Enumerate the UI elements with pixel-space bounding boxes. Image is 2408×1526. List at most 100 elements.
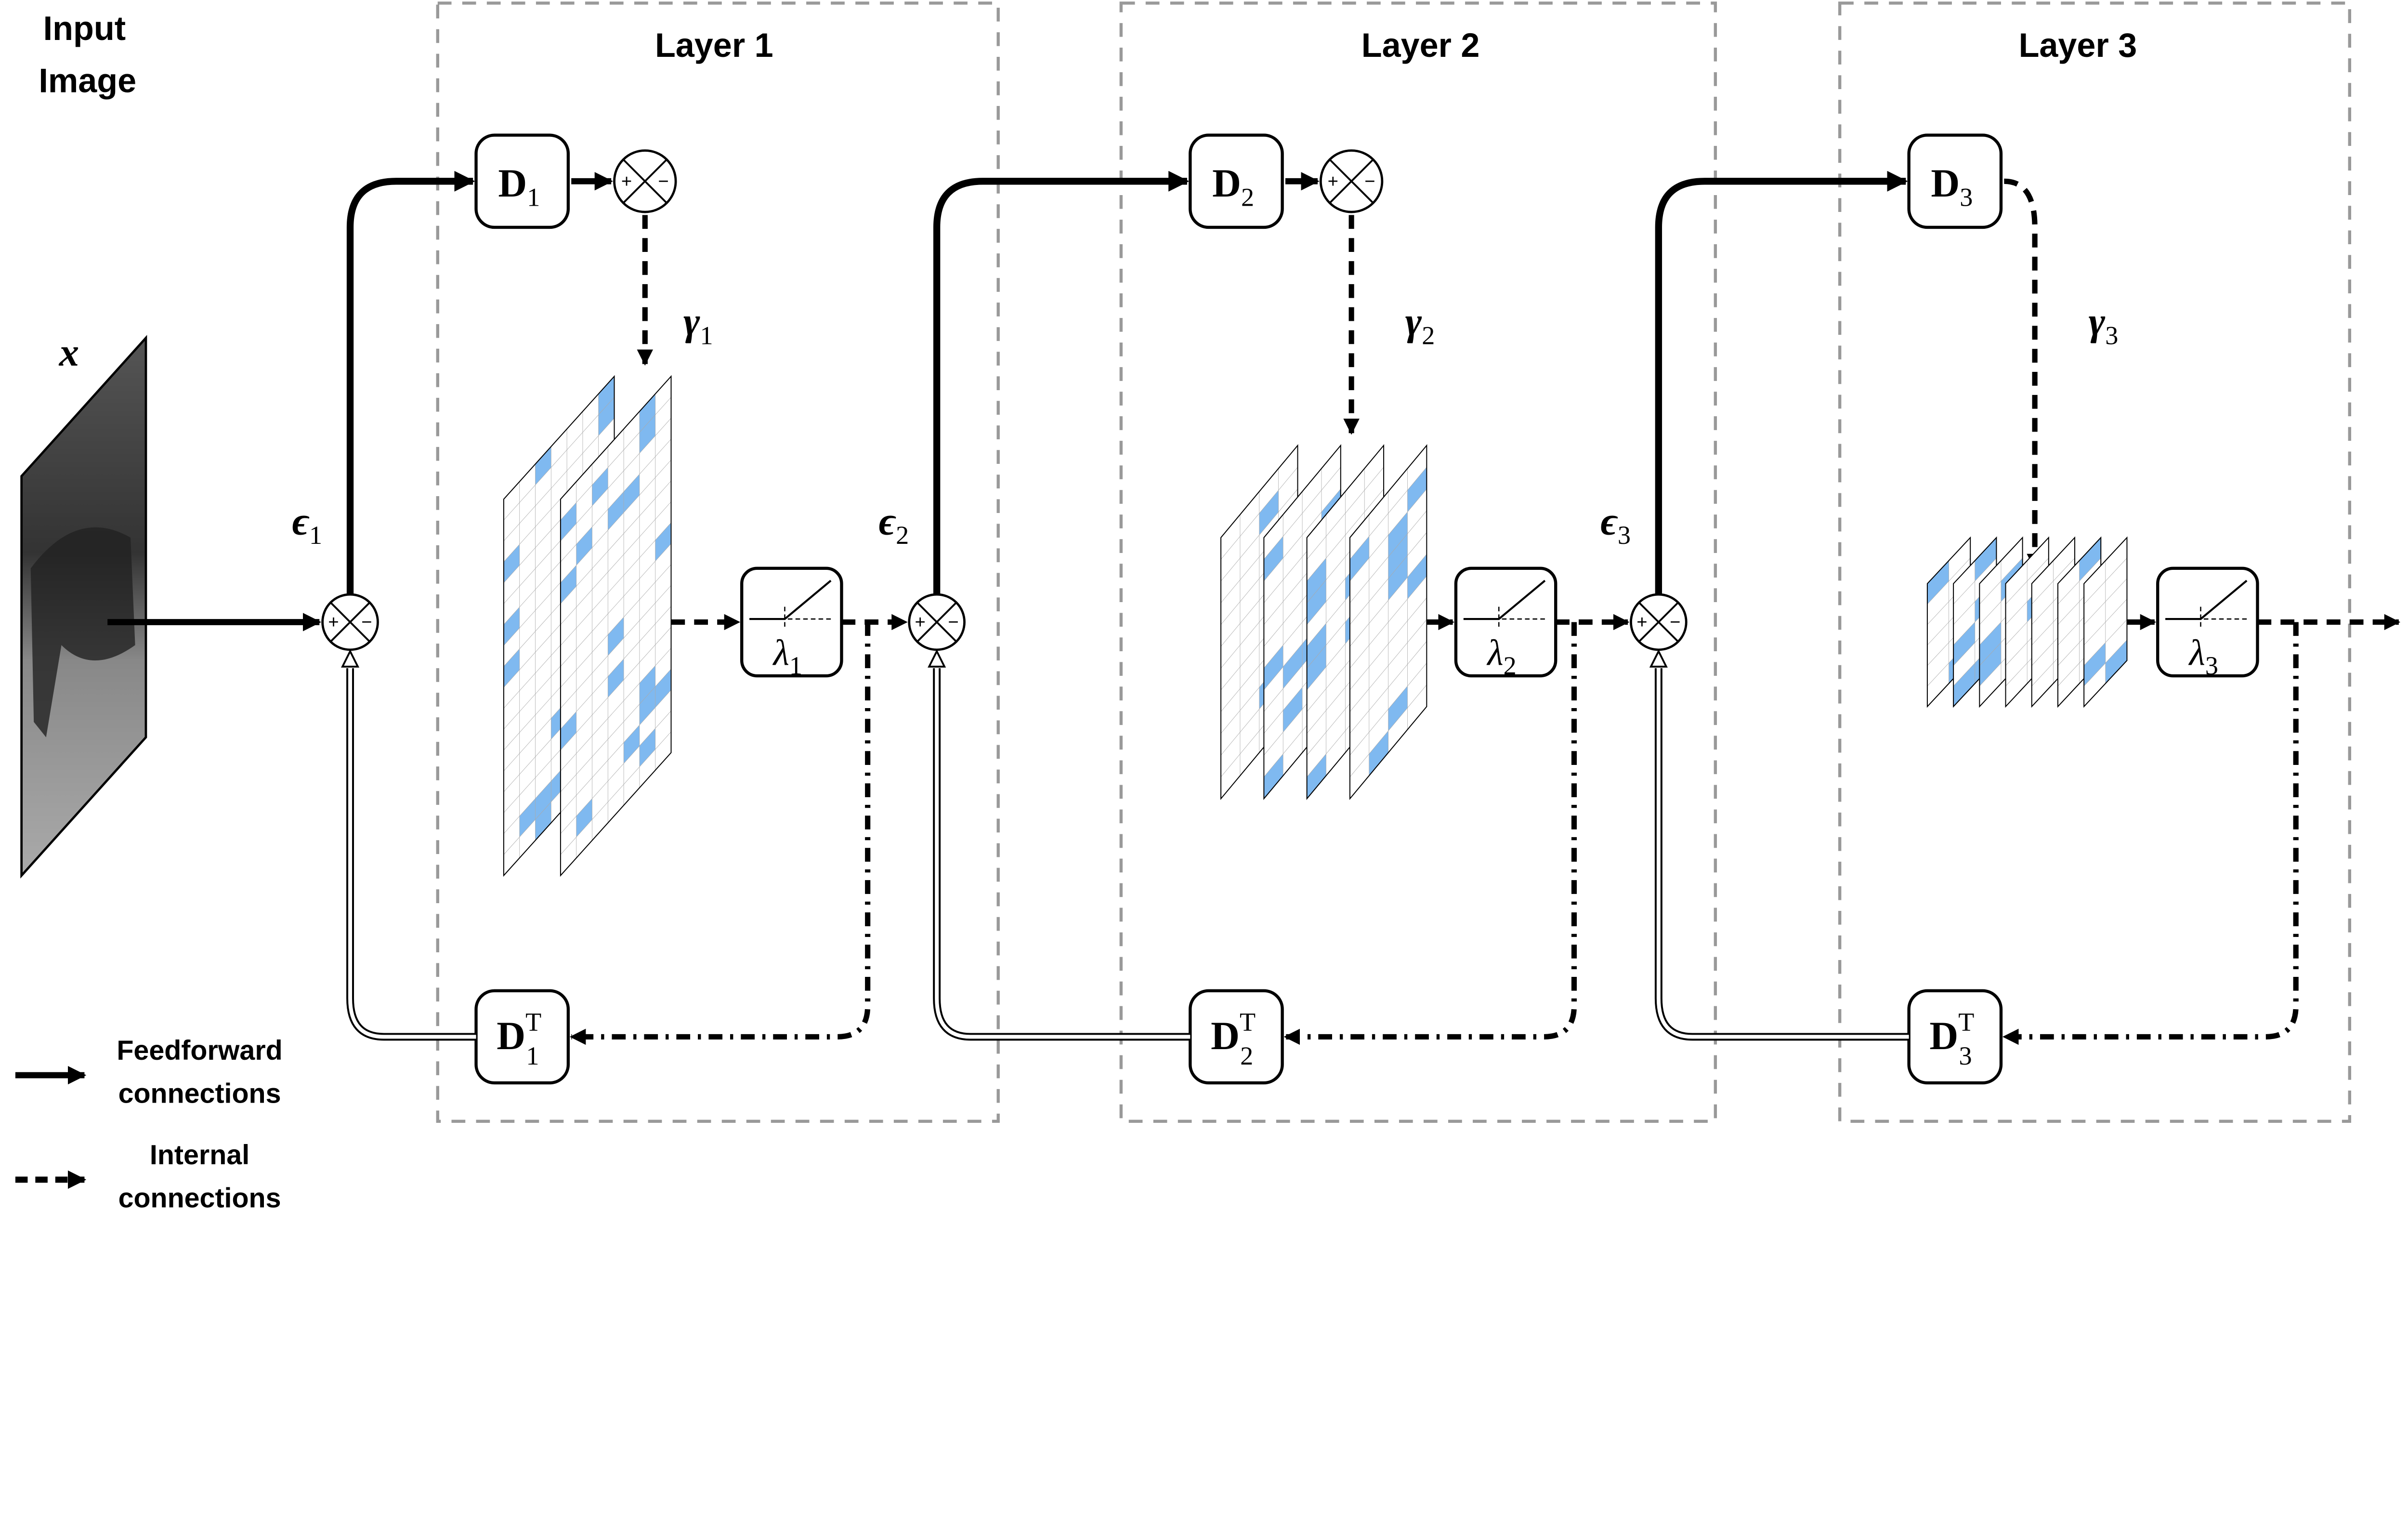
active-coefficient xyxy=(576,526,592,566)
active-coefficient xyxy=(655,669,671,708)
code-label-2-base: γ xyxy=(1405,299,1422,343)
input-symbol-x: x xyxy=(58,330,79,374)
dictionary-box-2 xyxy=(1189,133,1284,229)
code-label-2: γ2 xyxy=(1405,299,1435,350)
active-coefficient xyxy=(598,397,615,436)
threshold-label-2: λ2 xyxy=(1487,632,1517,680)
dictionary-label-3: D3 xyxy=(1931,161,1973,211)
dictionary-transpose-label-3-sub: 3 xyxy=(1959,1041,1972,1070)
active-coefficient xyxy=(608,617,624,656)
minus-sign: − xyxy=(1670,612,1680,632)
dictionary-box-3 xyxy=(1907,133,2003,229)
active-coefficient xyxy=(1388,686,1408,731)
active-coefficient xyxy=(592,467,608,506)
active-coefficient xyxy=(535,781,551,820)
residual-node-1: +− xyxy=(613,149,677,213)
active-coefficient xyxy=(503,607,520,646)
active-coefficient xyxy=(503,544,520,583)
dictionary-label-2-sub: 2 xyxy=(1241,183,1254,211)
dictionary-label-3-sub: 3 xyxy=(1960,183,1973,211)
active-coefficient xyxy=(1264,754,1283,799)
layer-2-title: Layer 2 xyxy=(1361,26,1480,64)
legend-feedforward-line1: Feedforward xyxy=(117,1035,282,1066)
active-coefficient xyxy=(576,798,592,837)
error-label-3: ϵ3 xyxy=(1600,499,1631,550)
feedback-connection-1 xyxy=(346,668,476,1041)
minus-sign: − xyxy=(361,612,372,632)
threshold-label-2-sub: 2 xyxy=(1504,651,1517,680)
dictionary-transpose-label-2-sub: 2 xyxy=(1240,1041,1253,1070)
plus-sign: + xyxy=(621,171,632,192)
error-label-1: ϵ1 xyxy=(292,499,322,550)
legend-internal-line1: Internal xyxy=(150,1140,249,1171)
dictionary-box-1 xyxy=(474,133,570,229)
active-coefficient xyxy=(519,798,536,837)
code-label-3: γ3 xyxy=(2089,299,2119,350)
legend-feedforward-line2: connections xyxy=(118,1079,281,1109)
active-coefficient xyxy=(1307,579,1326,625)
legend-internal-line2: connections xyxy=(118,1183,281,1213)
code-label-3-base: γ xyxy=(2089,299,2106,343)
active-coefficient xyxy=(1979,642,2001,686)
active-coefficient xyxy=(1927,560,1949,605)
plus-sign: + xyxy=(915,612,926,632)
active-coefficient xyxy=(639,415,655,453)
active-coefficient xyxy=(655,523,671,561)
threshold-label-2-base: λ xyxy=(1487,632,1504,673)
active-coefficient xyxy=(1953,622,1975,666)
active-coefficient xyxy=(1307,754,1326,799)
code-label-1-sub: 1 xyxy=(700,321,713,350)
dictionary-label-1: D1 xyxy=(498,161,540,211)
threshold-label-3-base: λ xyxy=(2188,632,2205,673)
active-coefficient xyxy=(1307,558,1326,603)
active-coefficient xyxy=(560,711,576,750)
code-label-2-sub: 2 xyxy=(1422,321,1435,350)
input-title-line1: Input xyxy=(43,9,126,47)
dictionary-label-1-base: D xyxy=(498,161,527,205)
plus-sign: + xyxy=(1636,612,1647,632)
active-coefficient xyxy=(1264,536,1283,581)
sum-node-3: +− xyxy=(1630,593,1688,651)
threshold-label-1-sub: 1 xyxy=(789,651,802,680)
active-coefficient xyxy=(1407,467,1427,512)
minus-sign: − xyxy=(1364,171,1375,192)
dictionary-transpose-label-2-sup: T xyxy=(1240,1008,1256,1037)
dictionary-transpose-label-1-sub: 1 xyxy=(526,1041,539,1070)
dictionary-transpose-label-3-base: D xyxy=(1929,1013,1958,1058)
active-coefficient xyxy=(560,502,576,541)
active-coefficient xyxy=(1283,687,1303,732)
layer-3-box xyxy=(1838,1,2352,1123)
reconstruction-path-2 xyxy=(1283,622,1577,1045)
sum-node-1: +− xyxy=(321,593,379,651)
active-coefficient xyxy=(1388,555,1408,601)
active-coefficient xyxy=(1975,538,1997,581)
diagram-root: Layer 1 Layer 2 Layer 3 Input Image x Fe… xyxy=(15,0,2401,1214)
threshold-label-3-sub: 3 xyxy=(2205,651,2218,680)
active-coefficient xyxy=(639,394,655,433)
code-update-arrow-3 xyxy=(2004,178,2043,570)
threshold-label-1-base: λ xyxy=(772,632,789,673)
active-coefficient xyxy=(1264,645,1283,690)
threshold-label-1: λ1 xyxy=(772,632,802,680)
sparse-feature-map xyxy=(1350,446,1426,799)
dictionary-label-3-base: D xyxy=(1931,161,1960,205)
plus-sign: + xyxy=(1328,171,1338,192)
minus-sign: − xyxy=(948,612,958,632)
active-coefficient xyxy=(560,565,576,604)
active-coefficient xyxy=(1369,731,1388,776)
input-title-line2: Image xyxy=(39,61,136,99)
active-coefficient xyxy=(1388,512,1408,557)
active-coefficient xyxy=(2105,640,2127,684)
dictionary-label-1-sub: 1 xyxy=(527,183,540,211)
error-label-3-base: ϵ xyxy=(1600,499,1618,543)
active-coefficient xyxy=(1283,644,1303,689)
feedforward-connection-1 xyxy=(346,171,475,595)
sparse-feature-map xyxy=(561,376,671,875)
active-coefficient xyxy=(1979,622,2001,666)
active-coefficient xyxy=(503,649,520,687)
active-coefficient xyxy=(2079,538,2101,581)
reconstruction-path-3 xyxy=(2002,622,2299,1045)
active-coefficient xyxy=(608,659,624,697)
